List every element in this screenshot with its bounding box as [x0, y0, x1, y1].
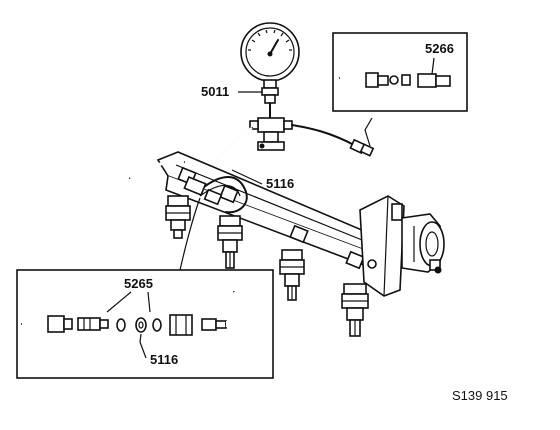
gauge-dial [245, 27, 295, 77]
injector-4 [341, 283, 369, 337]
pressure-regulator [359, 195, 445, 297]
leader-5116-inset [139, 333, 147, 359]
t-piece [249, 117, 293, 151]
injector-2 [217, 215, 243, 269]
leader-5116 [231, 169, 263, 185]
injector-1 [165, 195, 191, 239]
hose-right-fitting [349, 138, 375, 157]
t-piece-body [257, 117, 285, 133]
leader-5265-a [106, 291, 132, 313]
gauge-hose-right [291, 124, 357, 147]
t-piece-valve [257, 141, 285, 151]
leader-inset-top [364, 117, 373, 147]
leader-5265-b [147, 291, 151, 313]
gauge-nut [261, 87, 279, 96]
inset-top: 5266 [332, 32, 468, 112]
label-5116-inset: 5116 [150, 352, 178, 367]
label-5266: 5266 [425, 41, 454, 56]
gauge-adapter [264, 94, 276, 104]
label-5116: 5116 [266, 176, 294, 191]
injector-3 [279, 249, 305, 301]
leader-inset-bottom [179, 197, 201, 271]
gauge-stem [263, 79, 277, 89]
leader-5266 [431, 57, 435, 75]
fuel-rail [129, 151, 378, 270]
gauge-needle [269, 39, 279, 55]
gauge-ticks [248, 29, 292, 51]
inset-bottom: 5265 5116 [16, 269, 274, 379]
figure-id: S139 915 [452, 388, 508, 403]
inset-top-frame [332, 32, 468, 112]
label-5265: 5265 [124, 276, 153, 291]
pressure-gauge [240, 22, 300, 119]
label-5011: 5011 [201, 84, 229, 99]
gauge-pivot [267, 51, 273, 57]
